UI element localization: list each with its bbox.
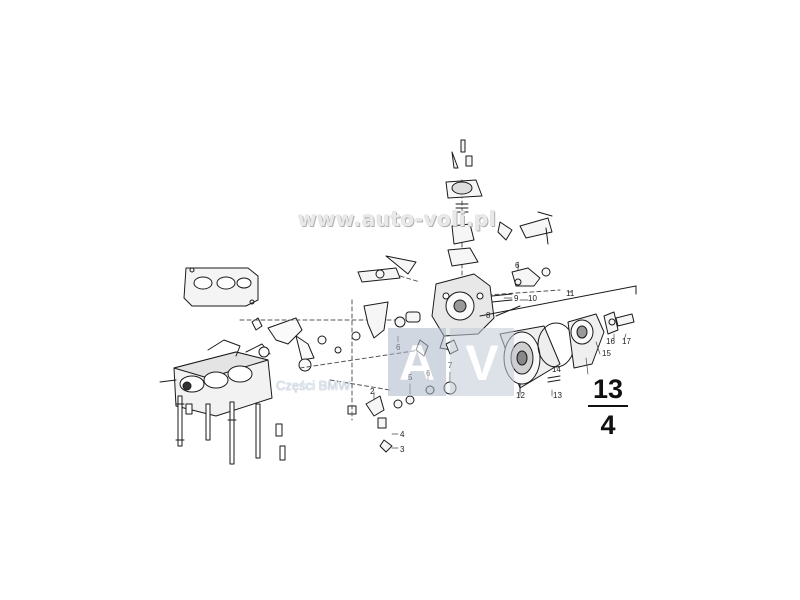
- callout-13: 13: [553, 391, 562, 400]
- callout-2: 2: [370, 387, 375, 396]
- callout-4: 4: [400, 430, 405, 439]
- callout-9: 9: [514, 294, 519, 303]
- assembly-bracket: [479, 285, 637, 317]
- callout-15: 15: [602, 349, 611, 358]
- top-stack: [445, 139, 483, 267]
- shop-watermark: Części BMW: [276, 378, 351, 393]
- callout-12: 12: [516, 391, 525, 400]
- callout-10: 10: [528, 294, 537, 303]
- diagram-group-number: 13 4: [588, 374, 628, 440]
- logo-letter-v: V: [465, 335, 499, 391]
- callout-11: 11: [566, 289, 575, 298]
- throttle-body: [159, 339, 273, 417]
- callout-8: 8: [486, 311, 491, 320]
- logo-block-right: [450, 328, 514, 396]
- callout-14: 14: [552, 365, 561, 374]
- av-logo-watermark: A V: [388, 328, 514, 396]
- linkage-parts-top: [357, 211, 553, 339]
- url-watermark: www.auto-voli.pl: [298, 207, 497, 231]
- upper-gasket: [183, 267, 259, 307]
- callout-17: 17: [622, 337, 631, 346]
- group-sub-number: 4: [600, 410, 616, 440]
- carburetor-body: [431, 273, 495, 351]
- logo-letter-a: A: [399, 335, 435, 391]
- callout-3: 3: [400, 445, 405, 454]
- group-main-number: 13: [592, 374, 624, 404]
- chamber-cap: [567, 313, 605, 369]
- callout-6-c: 6: [515, 261, 520, 270]
- callout-16: 16: [606, 337, 615, 346]
- logo-block-left: [388, 328, 446, 396]
- linkage-parts-left: [251, 317, 361, 415]
- group-number-divider: [588, 405, 628, 407]
- cap-fasteners: [547, 311, 635, 383]
- mounting-studs: [175, 395, 286, 465]
